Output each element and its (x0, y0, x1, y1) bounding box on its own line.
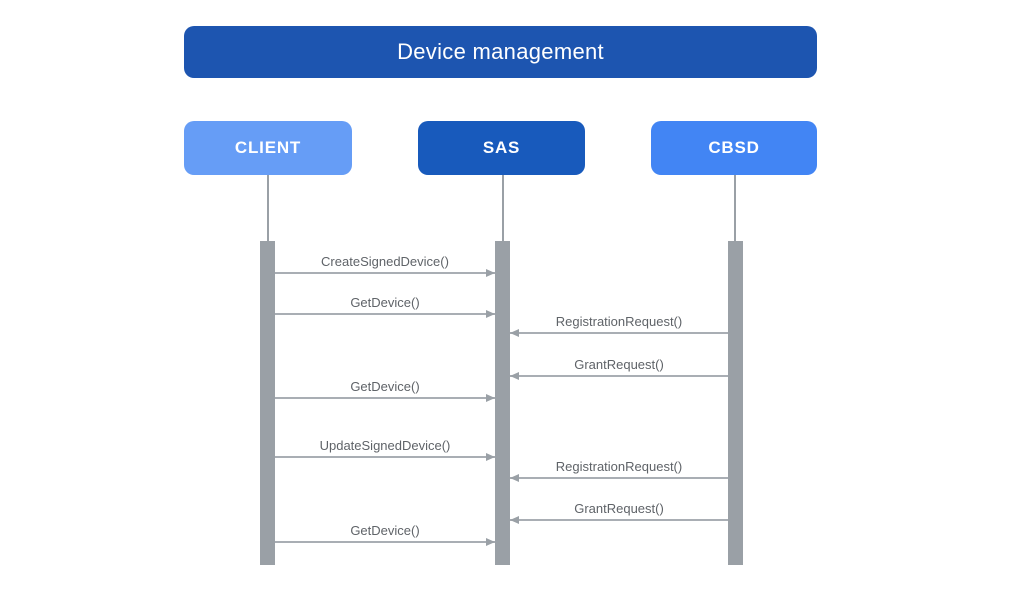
message-label: RegistrationRequest() (555, 314, 683, 329)
arrowhead-left-icon (510, 515, 519, 524)
message-label: GetDevice() (350, 295, 420, 310)
message-line (275, 313, 495, 315)
arrowhead-left-icon (510, 371, 519, 380)
message-registration-request-2: RegistrationRequest() (510, 459, 728, 482)
activation-bar-sas (495, 241, 510, 565)
message-line (275, 397, 495, 399)
message-line (510, 477, 728, 479)
arrowhead-right-icon (486, 268, 495, 277)
actor-sas-label: SAS (482, 138, 521, 157)
lifeline-cbsd (734, 175, 736, 241)
message-label: GetDevice() (350, 379, 420, 394)
actor-client: CLIENT (184, 121, 352, 175)
lifeline-sas (502, 175, 504, 241)
message-line (275, 541, 495, 543)
arrowhead-left-icon (510, 328, 519, 337)
message-registration-request-1: RegistrationRequest() (510, 314, 728, 337)
activation-bar-client (260, 241, 275, 565)
diagram-title-banner: Device management (184, 26, 817, 78)
activation-bar-cbsd (728, 241, 743, 565)
message-label: RegistrationRequest() (555, 459, 683, 474)
message-get-device-1: GetDevice() (275, 295, 495, 318)
arrowhead-right-icon (486, 393, 495, 402)
diagram-title: Device management (397, 39, 604, 64)
message-label: UpdateSignedDevice() (319, 438, 451, 453)
arrowhead-left-icon (510, 473, 519, 482)
message-label: GetDevice() (350, 523, 420, 538)
actor-client-label: CLIENT (234, 138, 302, 157)
message-line (275, 456, 495, 458)
message-line (275, 272, 495, 274)
message-get-device-2: GetDevice() (275, 379, 495, 402)
message-label: CreateSignedDevice() (321, 254, 449, 269)
message-line (510, 332, 728, 334)
message-label: GrantRequest() (574, 357, 664, 372)
message-create-signed-device: CreateSignedDevice() (275, 254, 495, 277)
message-grant-request-1: GrantRequest() (510, 357, 728, 380)
message-line (510, 375, 728, 377)
message-line (510, 519, 728, 521)
message-label: GrantRequest() (574, 501, 664, 516)
actor-sas: SAS (418, 121, 585, 175)
message-update-signed-device: UpdateSignedDevice() (275, 438, 495, 461)
actor-cbsd-label: CBSD (708, 138, 760, 157)
message-get-device-3: GetDevice() (275, 523, 495, 546)
lifeline-client (267, 175, 269, 241)
arrowhead-right-icon (486, 452, 495, 461)
arrowhead-right-icon (486, 309, 495, 318)
arrowhead-right-icon (486, 537, 495, 546)
actor-cbsd: CBSD (651, 121, 817, 175)
message-grant-request-2: GrantRequest() (510, 501, 728, 524)
